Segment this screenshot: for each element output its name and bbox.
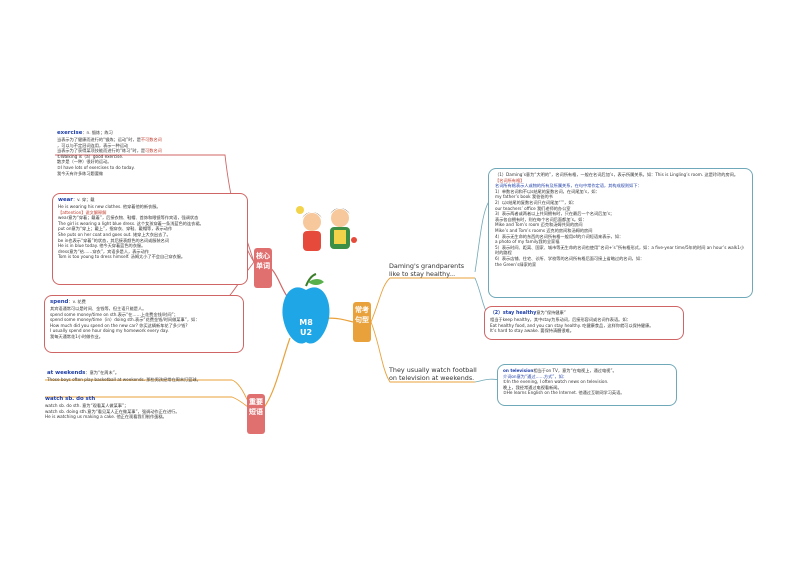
word-exercise-meaning: ：n. 锻炼；练习	[82, 130, 113, 135]
on-television-meaning: 相当于on TV，意为“在电视上，通过电视”。	[533, 368, 617, 373]
spend-line: 其宾语通常可以是时间、金钱等，但主语只能是人。	[50, 306, 147, 311]
wear-attention: 【attention】说文解释解	[58, 209, 107, 215]
spend-line: spend some money/time（in）doing sth.表示“花费…	[50, 317, 200, 323]
stay-healthy-meaning: 意为“保持健康”	[536, 310, 566, 315]
wear-line: be in也表示“穿着”的状态，其后接表颜色的名词或服装名词	[58, 237, 170, 243]
grammar-line: 表示各自拥有时，则在每个名词后面都加’s。如：	[495, 216, 587, 222]
wear-line: The girl is wearing a light blue dress. …	[58, 220, 204, 226]
word-exercise: exercise：n. 锻炼；练习 当表示为了健康而进行的“锻炼；运动”时，是不…	[57, 130, 237, 176]
exercise-line: 当表示为了健康而进行的“锻炼；运动”时，是	[57, 137, 141, 142]
spend-line: How much did you spend on the new car? 你…	[50, 322, 188, 328]
healthy-line: 相当于keep healthy，其中stay为系动词，后接形容词或名词作表语。如…	[490, 317, 631, 322]
center-title-line1: M8	[299, 318, 313, 327]
wear-line: She puts on her coat and goes out. 她穿上大衣…	[58, 231, 171, 237]
apple-center-node[interactable]	[280, 272, 332, 350]
sentence-watch-football[interactable]: They usually watch football on televisio…	[389, 366, 477, 382]
grammar-line: the Green’s绿家的家	[495, 261, 537, 267]
grammar-title: （1）Daming’s意为“大明的”，名词所有格，一般在名词后加’s，表示所属关…	[495, 172, 739, 177]
branch-core-words[interactable]: 核心单词	[254, 248, 272, 288]
wear-line: put on意为“穿上；戴上”，指穿衣、穿鞋、戴帽等，表示动作	[58, 226, 173, 232]
center-title-line2: U2	[299, 328, 313, 337]
watch-line: watch sb. do sth. 意为“观看某人做某事”；	[45, 403, 129, 408]
wear-line: wear意为“穿着；戴着”，后接衣物、鞋帽、首饰和眼镜等作宾语，强调状态	[58, 215, 199, 221]
grammar-line: 4）表示无生命的东西的名词所有格一般用of的介词短语来表示，如：	[495, 233, 624, 239]
exercise-line: 当表示为了获得某项技能而进行的“练习”时，是	[57, 148, 146, 154]
tv-line: 晚上，我经常通过电视看新闻。	[503, 384, 562, 390]
word-exercise-head: exercise	[57, 130, 83, 136]
phrase-watch-sb-do-sth: watch sb. do sth watch sb. do sth. 意为“观看…	[45, 396, 245, 420]
grammar-line: a photo of my family我的全家福	[495, 239, 560, 245]
grammar-line: 5）表示时间、距离、国家、城市等无生命的名词也使用“名词+’s”所有格形式，如：…	[495, 244, 745, 256]
grammar-line: 6）表示店铺、住宅、诊所、学校等的名词所有格后面可接上省略过的名词，如：	[495, 255, 645, 261]
wear-line: Tom is too young to dress himself. 汤姆太小了…	[58, 254, 186, 260]
watch-line: He is watching us making a cake. 他正在观看我们…	[45, 414, 167, 420]
wear-line: dress意为“给……穿衣”，宾语多是人，表示动作	[58, 248, 149, 254]
grammar-line: our teachers’ office 我们老师的办公室	[495, 205, 571, 211]
wear-line: He is in blue today. 他今天穿着蓝色的衣服。	[58, 243, 146, 249]
grammar-possessive-box: （1）Daming’s意为“大明的”，名词所有格，一般在名词后加’s，表示所属关…	[488, 168, 753, 298]
branch-common-sentences[interactable]: 常考句型	[353, 302, 371, 342]
word-spend-head: spend	[50, 299, 69, 305]
phrase-weekends-meaning: ：意为“在周末”。	[85, 370, 120, 375]
weekends-line: Those boys often play basketball at week…	[47, 377, 201, 382]
grammar-subtitle: 【名词所有格】	[495, 177, 525, 183]
kids-illustration	[296, 206, 357, 251]
grammar-line: 1）单数名词和不以s结尾的复数名词，在词尾加’s，如：	[495, 188, 600, 194]
phrase-at-weekends: at weekends：意为“在周末”。 Those boys often pl…	[47, 370, 247, 383]
wear-line: He is wearing his new clothes. 他穿着他的新衣服。	[58, 204, 161, 209]
exercise-line: 散步是（一种）很好的运动。	[57, 159, 112, 165]
watch-line: watch sb. doing sth.意为“看见某人正在做某事”，强调动作正在…	[45, 408, 180, 414]
spend-line: I usually spend one hour doing my homewo…	[50, 328, 169, 334]
exercise-line: ①Walking is（a）good exercise.	[57, 153, 124, 159]
word-wear-head: wear	[58, 197, 73, 203]
grammar-line: 名词所有格表示人或物的所有及所属关系，在句中常作定语，其构成规则如下：	[495, 183, 642, 189]
exercise-uncountable: 不可数名词	[140, 137, 162, 142]
grammar-line: my father’s book 我爸爸的书	[495, 194, 553, 200]
tv-line: 介词on意为“通过……方式”，如：	[503, 373, 567, 379]
word-wear-meaning: ：v. 穿；戴	[72, 197, 95, 202]
word-wear-box: wear：v. 穿；戴 He is wearing his new clothe…	[52, 193, 248, 285]
healthy-line: Eat healthy food, and you can stay healt…	[490, 322, 654, 328]
stay-healthy-head: （2）stay healthy	[490, 311, 537, 316]
exercise-countable: 可数名词	[145, 148, 162, 154]
grammar-line: 2）以s结尾的复数名词只在词尾加“’”，如：	[495, 199, 577, 205]
sentence-stay-healthy[interactable]: Daming's grandparents like to stay healt…	[389, 262, 465, 278]
grammar-line: 3）表示两者或两者以上共同拥有时，只在最后一个名词后加’s；	[495, 211, 615, 217]
grammar-line: Mike and Tom’s room 迈克和汤姆共同的房间	[495, 222, 583, 228]
grammar-line: Mike’s and Tom’s rooms 迈克的房间和汤姆的房间	[495, 227, 593, 233]
healthy-line: It’s hard to stay awake. 要保持清醒很难。	[490, 328, 574, 334]
exercise-line: ②I have lots of exercises to do today.	[57, 164, 135, 170]
phrase-watch-head: watch sb. do sth	[45, 396, 96, 402]
spend-line: 我每天通常花1小时做作业。	[50, 333, 103, 339]
word-spend-box: spend：v. 花费 其宾语通常可以是时间、金钱等，但主语只能是人。 spen…	[44, 295, 244, 353]
exercise-line: 我今天有许多练习题要做	[57, 170, 104, 176]
branch-key-phrases[interactable]: 重要短语	[247, 394, 265, 434]
center-title: M8 U2	[291, 318, 321, 338]
tv-line: ②He learns English on the Internet. 他通过互…	[503, 390, 625, 396]
phrase-weekends-head: at weekends	[47, 370, 86, 376]
word-spend-meaning: ：v. 花费	[68, 299, 86, 304]
on-television-box: on television相当于on TV，意为“在电视上，通过电视”。 介词o…	[497, 364, 677, 406]
stay-healthy-box: （2）stay healthy意为“保持健康” 相当于keep healthy，…	[484, 306, 684, 340]
tv-line: ①In the evening, I often watch news on t…	[503, 379, 609, 385]
spend-line: spend some money/time on sth.表示“在……上花费金钱…	[50, 311, 178, 317]
on-television-head: on television	[503, 368, 534, 373]
exercise-line: ，可以与不定冠词连用，表示一种运动	[57, 142, 129, 148]
